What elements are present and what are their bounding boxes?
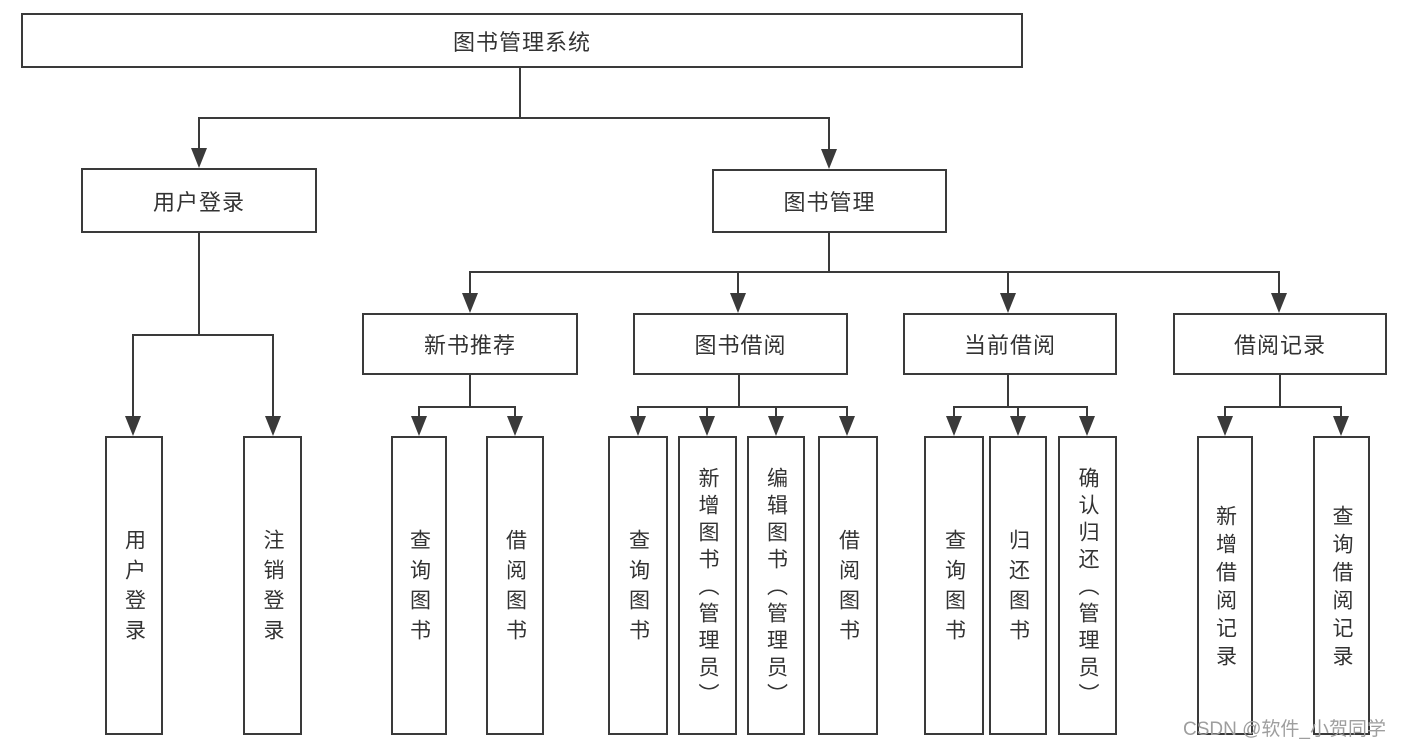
connector-level2-distributor xyxy=(198,117,830,119)
node-book-borrow: 图书借阅 xyxy=(633,313,848,375)
arrowhead-leaf-query-books-borrow xyxy=(630,416,646,436)
leaf-confirm-return-admin: 确认归还（管理员） xyxy=(1058,436,1117,735)
connector-user-login-distributor xyxy=(132,334,274,336)
connector-new-book-recommend-distributor xyxy=(418,406,516,408)
arrowhead-book-borrow xyxy=(730,293,746,313)
connector-level3-distributor xyxy=(469,271,1280,273)
node-library-management-system: 图书管理系统 xyxy=(21,13,1023,68)
leaf-add-books-admin-label: 新增图书（管理员） xyxy=(696,467,719,710)
node-new-book-recommend-label: 新书推荐 xyxy=(423,333,516,358)
connector-new-book-recommend-stub xyxy=(469,375,471,408)
connector-to-book-management xyxy=(828,119,830,149)
node-book-borrow-label: 图书借阅 xyxy=(694,333,787,358)
connector-to-leaf-logout xyxy=(272,336,274,416)
leaf-query-borrow-record: 查询借阅记录 xyxy=(1313,436,1370,735)
node-borrow-records-label: 借阅记录 xyxy=(1233,333,1326,358)
connector-to-leaf-add-borrow-record xyxy=(1224,408,1226,416)
arrowhead-leaf-query-borrow-record xyxy=(1333,416,1349,436)
connector-to-leaf-query-books-borrow xyxy=(637,408,639,416)
leaf-query-books-borrow: 查询图书 xyxy=(608,436,668,735)
leaf-logout: 注销登录 xyxy=(243,436,302,735)
connector-book-borrow-stub xyxy=(738,375,740,408)
leaf-query-borrow-record-label: 查询借阅记录 xyxy=(1330,504,1353,673)
node-current-borrow: 当前借阅 xyxy=(903,313,1117,375)
connector-to-leaf-edit-books xyxy=(775,408,777,416)
leaf-borrow-books-recommend: 借阅图书 xyxy=(486,436,544,735)
arrowhead-leaf-logout xyxy=(265,416,281,436)
connector-borrow-records-stub xyxy=(1279,375,1281,408)
connector-to-leaf-query-books-recommend xyxy=(418,408,420,416)
connector-to-leaf-confirm-return xyxy=(1086,408,1088,416)
arrowhead-borrow-records xyxy=(1271,293,1287,313)
node-book-management: 图书管理 xyxy=(712,169,947,233)
connector-to-book-borrow xyxy=(737,273,739,293)
leaf-logout-label: 注销登录 xyxy=(261,528,284,649)
connector-to-current-borrow xyxy=(1007,273,1009,293)
arrowhead-user-login xyxy=(191,148,207,168)
connector-current-borrow-stub xyxy=(1007,375,1009,408)
node-borrow-records: 借阅记录 xyxy=(1173,313,1387,375)
connector-user-login-stub xyxy=(198,233,200,336)
arrowhead-leaf-edit-books xyxy=(768,416,784,436)
leaf-query-books-current: 查询图书 xyxy=(924,436,984,735)
connector-current-borrow-distributor xyxy=(953,406,1088,408)
arrowhead-leaf-query-books-current xyxy=(946,416,962,436)
connector-root-stub xyxy=(519,68,521,118)
leaf-borrow-books-borrow: 借阅图书 xyxy=(818,436,878,735)
csdn-watermark: CSDN @软件_小贺同学 xyxy=(1183,719,1386,740)
connector-to-new-book-recommend xyxy=(469,273,471,293)
connector-to-user-login xyxy=(198,119,200,148)
leaf-query-books-recommend-label: 查询图书 xyxy=(407,528,431,649)
node-new-book-recommend: 新书推荐 xyxy=(362,313,578,375)
arrowhead-leaf-confirm-return xyxy=(1079,416,1095,436)
leaf-borrow-books-borrow-label: 借阅图书 xyxy=(836,528,860,649)
leaf-return-books: 归还图书 xyxy=(989,436,1047,735)
leaf-query-books-recommend: 查询图书 xyxy=(391,436,447,735)
node-user-login-label: 用户登录 xyxy=(152,189,245,215)
arrowhead-new-book-recommend xyxy=(462,293,478,313)
node-book-management-label: 图书管理 xyxy=(783,190,876,215)
node-library-management-system-label: 图书管理系统 xyxy=(452,29,591,55)
arrowhead-leaf-add-borrow-record xyxy=(1217,416,1233,436)
connector-to-leaf-query-borrow-record xyxy=(1340,408,1342,416)
arrowhead-leaf-user-login xyxy=(125,416,141,436)
connector-borrow-records-distributor xyxy=(1224,406,1342,408)
connector-to-leaf-borrow-books-recommend xyxy=(514,408,516,416)
arrowhead-current-borrow xyxy=(1000,293,1016,313)
leaf-edit-books-admin: 编辑图书（管理员） xyxy=(747,436,805,735)
leaf-user-login-label: 用户登录 xyxy=(122,528,146,649)
connector-to-leaf-return-books xyxy=(1017,408,1019,416)
arrowhead-leaf-borrow-books-recommend xyxy=(507,416,523,436)
arrowhead-book-management xyxy=(821,149,837,169)
arrowhead-leaf-query-books-recommend xyxy=(411,416,427,436)
connector-to-leaf-query-books-current xyxy=(953,408,955,416)
arrowhead-leaf-add-books xyxy=(699,416,715,436)
leaf-user-login: 用户登录 xyxy=(105,436,163,735)
leaf-query-books-borrow-label: 查询图书 xyxy=(626,528,650,649)
leaf-add-books-admin: 新增图书（管理员） xyxy=(678,436,737,735)
leaf-borrow-books-recommend-label: 借阅图书 xyxy=(503,528,527,649)
connector-to-leaf-user-login xyxy=(132,336,134,416)
leaf-return-books-label: 归还图书 xyxy=(1006,528,1030,649)
leaf-edit-books-admin-label: 编辑图书（管理员） xyxy=(764,467,788,710)
leaf-add-borrow-record: 新增借阅记录 xyxy=(1197,436,1253,735)
leaf-query-books-current-label: 查询图书 xyxy=(942,528,966,649)
leaf-add-borrow-record-label: 新增借阅记录 xyxy=(1213,504,1237,673)
arrowhead-leaf-borrow-books-borrow xyxy=(839,416,855,436)
arrowhead-leaf-return-books xyxy=(1010,416,1026,436)
connector-to-leaf-add-books xyxy=(706,408,708,416)
connector-to-leaf-borrow-books-borrow xyxy=(846,408,848,416)
node-user-login: 用户登录 xyxy=(81,168,317,233)
connector-to-borrow-records xyxy=(1278,273,1280,293)
leaf-confirm-return-admin-label: 确认归还（管理员） xyxy=(1076,467,1099,710)
node-current-borrow-label: 当前借阅 xyxy=(963,333,1056,358)
connector-book-borrow-distributor xyxy=(637,406,848,408)
connector-book-management-stub xyxy=(828,233,830,273)
